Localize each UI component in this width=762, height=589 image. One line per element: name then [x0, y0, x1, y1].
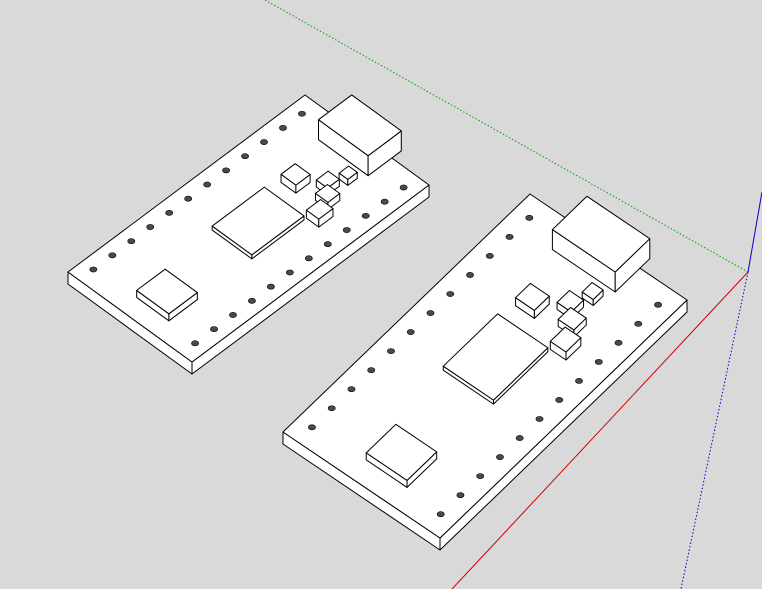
- pin-hole: [436, 511, 445, 518]
- pin-hole: [387, 348, 395, 354]
- smd-1: [280, 163, 311, 194]
- blue-axis: [747, 191, 762, 273]
- pin-hole: [342, 227, 351, 233]
- pin-hole: [406, 329, 415, 335]
- pin-hole: [380, 198, 389, 205]
- pin-hole: [347, 386, 356, 393]
- smd-3: [338, 165, 358, 186]
- pin-hole: [298, 110, 306, 117]
- pin-hole: [165, 209, 174, 216]
- usb-connector-top: [551, 195, 651, 273]
- pin-hole: [304, 255, 313, 262]
- smd-3: [581, 282, 604, 306]
- pin-hole: [456, 492, 465, 499]
- pin-hole: [89, 266, 98, 273]
- pin-hole: [525, 214, 534, 221]
- crystal-top: [136, 268, 198, 315]
- main-chip-top: [442, 313, 549, 401]
- pin-hole: [476, 473, 485, 479]
- smd-3-top: [338, 165, 358, 180]
- pin-hole: [248, 297, 256, 304]
- smd-1: [515, 282, 550, 319]
- smd-5: [305, 199, 334, 228]
- pin-hole: [367, 367, 376, 374]
- usb-connector: [318, 94, 402, 177]
- pin-hole: [535, 416, 544, 422]
- pin-hole: [485, 252, 494, 259]
- pin-hole: [146, 224, 155, 230]
- pin-hole: [210, 326, 218, 333]
- smd-5-top: [549, 326, 582, 353]
- crystal: [365, 423, 438, 488]
- pin-hole: [654, 301, 662, 308]
- pin-hole: [184, 195, 193, 202]
- pin-hole: [285, 269, 294, 276]
- pin-hole: [108, 252, 117, 259]
- main-chip-top: [211, 186, 305, 256]
- blue-axis-negative: [680, 271, 749, 589]
- board-left[interactable]: [67, 94, 430, 375]
- smd-5: [549, 326, 582, 361]
- red-axis: [451, 271, 749, 589]
- board-right[interactable]: [282, 193, 688, 551]
- pin-hole: [505, 233, 514, 240]
- usb-connector-top: [318, 94, 402, 157]
- pin-hole: [266, 283, 275, 290]
- pin-hole: [496, 454, 504, 460]
- main-chip: [442, 313, 549, 405]
- pin-hole: [634, 320, 643, 327]
- pin-hole: [594, 358, 603, 365]
- pin-hole: [191, 340, 199, 347]
- green-axis: [264, 0, 749, 273]
- pin-hole: [614, 339, 623, 346]
- smd-4-top: [557, 306, 587, 331]
- pin-hole: [323, 241, 332, 248]
- pin-hole: [203, 181, 212, 188]
- pin-hole: [127, 238, 136, 245]
- crystal-top: [365, 423, 438, 481]
- pin-hole: [361, 212, 370, 219]
- crystal: [136, 268, 198, 322]
- smd-2-top: [556, 290, 585, 313]
- pin-hole: [279, 124, 287, 131]
- pin-hole: [555, 397, 564, 403]
- smd-1-top: [280, 163, 311, 186]
- pin-hole: [308, 424, 316, 431]
- pin-hole: [241, 153, 249, 160]
- usb-connector: [551, 195, 651, 293]
- pin-hole: [327, 405, 336, 412]
- smd-5-top: [305, 199, 334, 220]
- pin-hole: [222, 167, 230, 174]
- pin-hole: [426, 310, 435, 316]
- pin-hole: [466, 272, 474, 278]
- pin-hole: [399, 184, 408, 191]
- pin-hole: [260, 139, 268, 145]
- main-chip: [211, 186, 305, 260]
- smd-1-top: [515, 282, 550, 311]
- smd-4-top: [315, 184, 341, 203]
- pin-hole: [575, 377, 583, 384]
- pin-hole: [515, 435, 524, 441]
- smd-3-top: [581, 282, 604, 300]
- pin-hole: [229, 312, 237, 318]
- pin-hole: [446, 291, 455, 297]
